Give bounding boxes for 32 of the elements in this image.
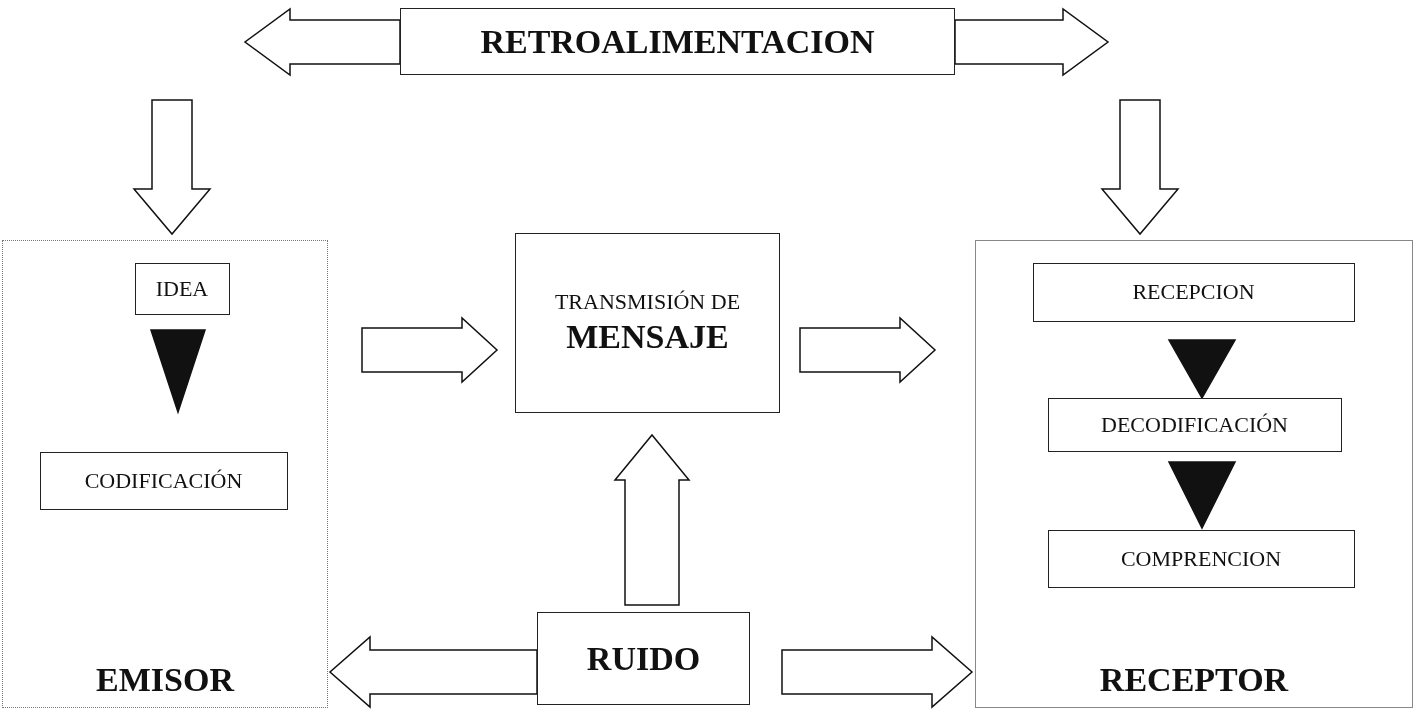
node-label: COMPRENCION <box>1120 545 1282 572</box>
sender-panel <box>2 240 328 708</box>
triangle-arrow <box>1167 461 1237 530</box>
node-label: CODIFICACIÓN <box>84 467 243 494</box>
node-label: RECEPTOR <box>1099 661 1289 699</box>
node-label: TRANSMISIÓN DE MENSAJE <box>553 288 742 357</box>
block-arrow <box>132 99 212 236</box>
triangle-arrow <box>1167 339 1237 400</box>
block-arrow <box>1100 99 1180 236</box>
process-box <box>134 262 230 315</box>
process-box <box>39 451 288 510</box>
noise-box <box>537 612 750 705</box>
process-box <box>515 233 780 413</box>
node-label: RECEPCION <box>1132 279 1255 305</box>
node-label: RETROALIMENTACION <box>480 22 875 61</box>
feedback-box <box>400 8 955 75</box>
block-arrow <box>328 635 538 709</box>
block-arrow <box>781 635 974 709</box>
process-box <box>1047 529 1355 588</box>
block-arrow <box>613 433 691 606</box>
block-arrow <box>799 316 937 384</box>
process-box <box>1032 262 1355 322</box>
receiver-panel <box>975 240 1413 708</box>
block-arrow <box>243 7 401 77</box>
triangle-arrow <box>149 329 207 415</box>
node-label: EMISOR <box>96 661 234 699</box>
block-arrow <box>954 7 1110 77</box>
node-label: RUIDO <box>586 639 701 678</box>
node-label: IDEA <box>155 275 209 302</box>
process-box <box>1047 397 1342 452</box>
block-arrow <box>361 316 499 384</box>
node-label: DECODIFICACIÓN <box>1101 411 1288 438</box>
